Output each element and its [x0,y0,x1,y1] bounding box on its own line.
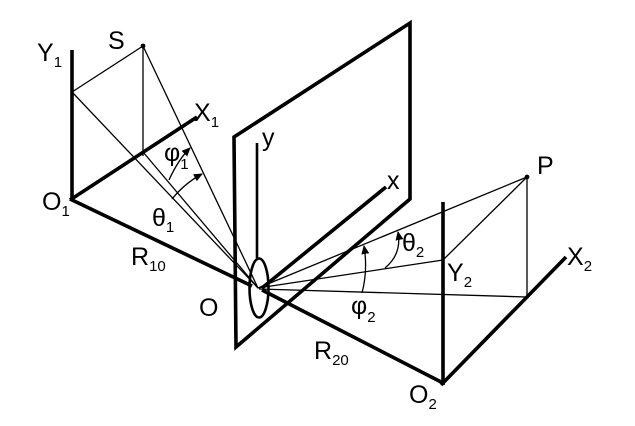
label-phi1-angle: φ1 [164,139,189,173]
label-x1-axis: X1 [194,99,219,131]
phi1-angle-arc [168,147,191,181]
o-to-p-ray [257,176,528,289]
receiver-point-marker [524,174,530,180]
label-theta2-angle: θ2 [402,229,424,261]
phi2-angle-arc [361,245,370,294]
label-y1-axis: Y1 [37,39,62,71]
source-point-marker [140,43,146,49]
label-r10-distance: R10 [131,243,166,275]
label-o1-origin: O1 [42,188,70,220]
label-r20-distance: R20 [314,337,349,369]
label-o2-origin: O2 [409,381,437,413]
label-y2-axis: Y2 [447,259,472,291]
o-to-s-ray [142,45,259,289]
aperture-ellipse [248,257,270,319]
theta2-angle-arc [384,231,404,269]
label-plate-origin: O [199,294,218,322]
r20-line [261,288,444,385]
label-theta1-angle: θ1 [152,204,174,236]
label-y-axis: y [262,124,275,152]
o-to-y1point-ray [71,91,259,289]
o-to-y2point-ray [257,259,444,289]
label-phi2-angle: φ2 [351,292,376,326]
s-to-y1-projection-line [71,45,144,93]
y2point-to-p-line [442,176,528,261]
x2-axis [439,255,568,387]
theta1-angle-arc [171,173,203,200]
x-axis [260,185,388,290]
label-x2-axis: X2 [567,243,592,275]
o-to-x2foot-ray [258,288,528,298]
label-source-point: S [108,27,125,55]
r10-line [69,197,253,288]
label-x-axis: x [387,167,400,195]
o-to-x1foot-ray [142,151,259,289]
label-receiver-point: P [537,152,554,180]
x1-axis [69,115,198,202]
